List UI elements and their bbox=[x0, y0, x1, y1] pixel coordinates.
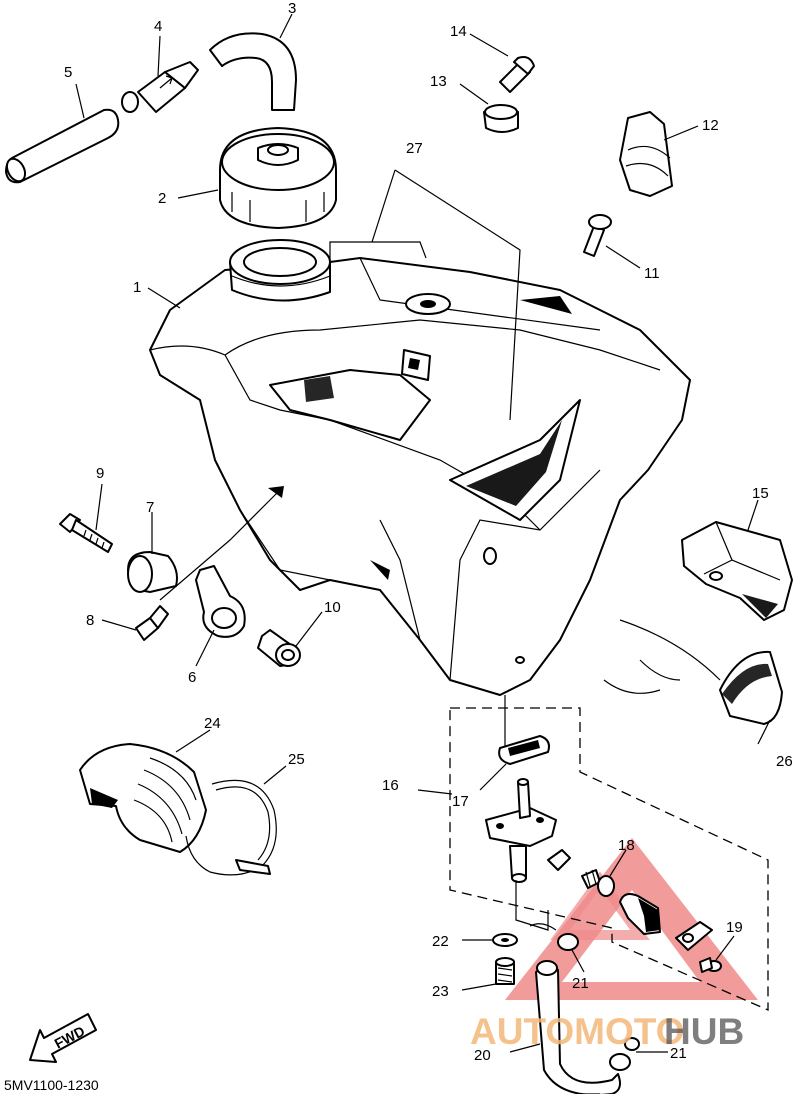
label-part-3: 3 bbox=[288, 0, 296, 17]
part-26-damper bbox=[603, 619, 783, 725]
label-part-15: 15 bbox=[752, 485, 769, 502]
watermark-text: AUTOMOTO HUB bbox=[470, 1011, 744, 1052]
part-1-fuel-tank bbox=[149, 239, 691, 696]
figure-code: 5MV1100-1230 bbox=[4, 1077, 99, 1093]
label-part-19: 19 bbox=[726, 919, 743, 936]
part-2-fuel-cap bbox=[219, 127, 337, 229]
part-7-damper bbox=[127, 551, 178, 593]
label-part-17: 17 bbox=[452, 793, 469, 810]
label-part-9: 9 bbox=[96, 465, 104, 482]
label-part-26: 26 bbox=[776, 753, 793, 770]
part-13-collar bbox=[483, 104, 519, 133]
part-8-bolt bbox=[135, 605, 169, 641]
part-14-screw bbox=[499, 56, 535, 93]
part-25-clamp bbox=[185, 779, 277, 876]
part-24-hose bbox=[79, 743, 207, 853]
label-part-4: 4 bbox=[154, 18, 162, 35]
part-10-collar bbox=[257, 629, 301, 667]
label-part-24: 24 bbox=[204, 715, 221, 732]
label-part-1: 1 bbox=[133, 279, 141, 296]
part-labels: 1 2 3 4 5 6 7 8 9 10 11 12 13 14 15 16 1… bbox=[64, 0, 793, 1064]
label-part-21-b: 21 bbox=[670, 1045, 687, 1062]
label-part-18: 18 bbox=[618, 837, 635, 854]
label-part-12: 12 bbox=[702, 117, 719, 134]
label-part-25: 25 bbox=[288, 751, 305, 768]
part-22-washer bbox=[492, 933, 518, 947]
label-part-7: 7 bbox=[146, 499, 154, 516]
label-part-8: 8 bbox=[86, 612, 94, 629]
label-part-11: 11 bbox=[644, 265, 660, 282]
label-part-10: 10 bbox=[324, 599, 341, 616]
part-9-bolt bbox=[59, 513, 113, 553]
label-part-2: 2 bbox=[158, 190, 166, 207]
label-part-20: 20 bbox=[474, 1047, 491, 1064]
part-27-leader bbox=[329, 169, 521, 421]
part-12-bracket bbox=[619, 111, 673, 197]
part-6-stay bbox=[159, 489, 281, 638]
part-4-check-valve bbox=[121, 61, 199, 113]
part-11-bolt bbox=[583, 214, 612, 257]
label-part-13: 13 bbox=[430, 73, 447, 90]
label-part-14: 14 bbox=[450, 23, 467, 40]
leader-lines bbox=[75, 13, 771, 1053]
label-part-5: 5 bbox=[64, 64, 72, 81]
watermark-text-automoto: AUTOMOTO bbox=[470, 1011, 684, 1052]
part-21-clip-b bbox=[609, 1037, 640, 1071]
part-23-bolt bbox=[495, 957, 515, 985]
label-part-21-a: 21 bbox=[572, 975, 589, 992]
watermark-logo bbox=[505, 838, 758, 1000]
label-part-27: 27 bbox=[406, 140, 423, 157]
part-5-breather-hose bbox=[5, 108, 120, 184]
part-15-protector bbox=[681, 521, 793, 621]
part-20-fuel-hose bbox=[535, 960, 621, 1094]
label-part-22: 22 bbox=[432, 933, 449, 950]
fwd-direction-arrow-icon: FWD bbox=[29, 1013, 97, 1063]
watermark-text-hub: HUB bbox=[664, 1011, 744, 1052]
label-part-23: 23 bbox=[432, 983, 449, 1000]
label-part-16: 16 bbox=[382, 777, 399, 794]
part-16-fuel-cock-assembly bbox=[449, 695, 769, 1011]
label-part-6: 6 bbox=[188, 669, 196, 686]
part-3-bent-hose bbox=[209, 32, 297, 111]
part-21-clip-a bbox=[515, 880, 579, 951]
